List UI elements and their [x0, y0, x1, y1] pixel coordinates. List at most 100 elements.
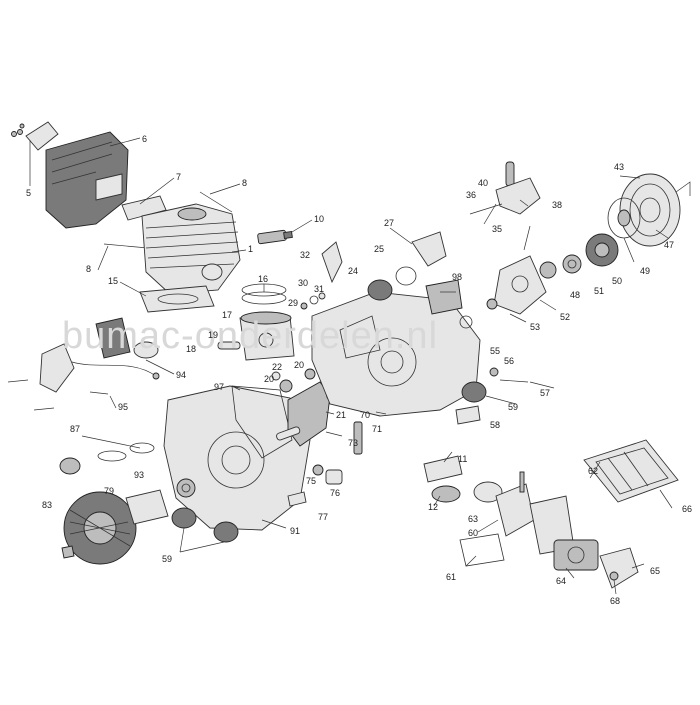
callout-17: 17: [222, 310, 232, 320]
callout-59: 59: [508, 402, 518, 412]
seal-93: [176, 478, 196, 498]
plate-98: [425, 279, 463, 315]
washer-22: [271, 371, 281, 381]
callout-51: 51: [594, 286, 604, 296]
muffler-cover: [45, 131, 129, 229]
leader-lines: [29, 137, 673, 595]
callout-95: 95: [118, 402, 128, 412]
callout-1: 1: [248, 244, 253, 254]
spark-plug: [257, 229, 293, 245]
crankcase-right: [311, 291, 481, 417]
callout-35: 35: [492, 224, 502, 234]
plate-77: [287, 491, 307, 507]
cylinder-base-gasket: [139, 285, 215, 313]
ring-25: [395, 266, 417, 286]
screw-56: [489, 367, 499, 377]
part-55: [459, 315, 473, 329]
screw-b: [33, 407, 55, 411]
oil-seal-24: [367, 279, 393, 301]
crankcase-left: [163, 385, 311, 531]
part-61: [459, 533, 505, 567]
starter-housing: [619, 173, 691, 247]
muffler-bracket: [11, 121, 59, 151]
callout-87: 87: [70, 424, 80, 434]
watermark: bumac-onderdelen.nl: [62, 315, 438, 357]
callout-12: 12: [428, 502, 438, 512]
bolt-8a: [199, 191, 233, 213]
av-rubber-59b: [461, 381, 487, 403]
sprocket-50: [585, 233, 619, 267]
callout-29: 29: [288, 298, 298, 308]
flywheel-nut: [61, 545, 75, 559]
callout-83: 83: [42, 500, 52, 510]
callout-36: 36: [466, 190, 476, 200]
bracket-32: [321, 241, 343, 284]
callout-22: 22: [272, 362, 282, 372]
callout-40: 40: [478, 178, 488, 188]
collar: [133, 341, 159, 359]
callout-8: 8: [86, 264, 91, 274]
ring-12: [431, 485, 461, 503]
callout-38: 38: [552, 200, 562, 210]
callout-20: 20: [264, 374, 274, 384]
gasket-79: [125, 489, 169, 525]
callout-11: 11: [458, 454, 467, 464]
rubber-cover: [95, 317, 131, 359]
callout-66: 66: [682, 504, 692, 514]
callout-7: 7: [176, 172, 181, 182]
callout-16: 16: [258, 274, 268, 284]
callout-24: 24: [348, 266, 358, 276]
callout-77: 77: [318, 512, 328, 522]
callout-5: 5: [26, 188, 31, 198]
av-rubbers-left: [171, 507, 239, 543]
callout-56: 56: [504, 356, 514, 366]
plate-52: [493, 255, 547, 315]
callout-31: 31: [314, 284, 324, 294]
part-27: [411, 231, 447, 267]
callout-53: 53: [530, 322, 540, 332]
ring-87: [97, 450, 127, 462]
callout-68: 68: [610, 596, 620, 606]
screw-60: [519, 471, 525, 493]
bearing-20a: [279, 379, 293, 393]
wire-95: [89, 391, 109, 395]
screw-a: [7, 379, 29, 383]
cylinder: [141, 203, 241, 295]
callout-58: 58: [490, 420, 500, 430]
callout-10: 10: [314, 214, 324, 224]
callout-50: 50: [612, 276, 622, 286]
callout-19: 19: [208, 330, 218, 340]
bearing-20b: [304, 368, 316, 380]
callout-20: 20: [294, 360, 304, 370]
washer-29: [300, 302, 308, 310]
bracket-58: [455, 405, 481, 425]
piston: [239, 311, 295, 361]
pin-73: [325, 431, 343, 437]
callout-61: 61: [446, 572, 456, 582]
part-75: [312, 464, 324, 476]
ring-87b: [129, 442, 155, 454]
muffler-gasket: [121, 195, 167, 221]
callout-48: 48: [570, 290, 580, 300]
air-filter: [583, 439, 679, 503]
pin-57: [499, 379, 529, 383]
callout-30: 30: [298, 278, 308, 288]
callout-15: 15: [108, 276, 118, 286]
callout-76: 76: [330, 488, 340, 498]
callout-79: 79: [104, 486, 114, 496]
part-53: [486, 298, 498, 310]
ring-30: [309, 295, 319, 305]
callout-57: 57: [540, 388, 550, 398]
callout-27: 27: [384, 218, 394, 228]
callout-25: 25: [374, 244, 384, 254]
part-71: [353, 421, 363, 455]
intake-flange-11: [423, 455, 463, 483]
callout-91: 91: [290, 526, 300, 536]
intake-boot-63: [473, 481, 503, 503]
callout-labels: 5 6 7 8 8 10 1 15 16 30 31 29 32 17 19 1…: [26, 134, 692, 606]
callout-32: 32: [300, 250, 310, 260]
oil-pump-76: [325, 469, 343, 485]
callout-75: 75: [306, 476, 316, 486]
